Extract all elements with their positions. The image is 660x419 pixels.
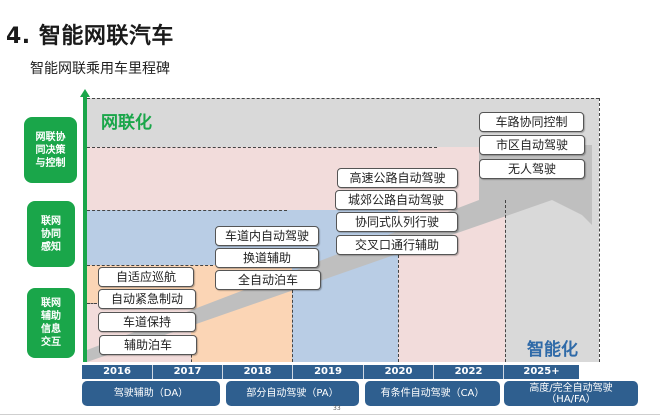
milestone-auto-parking: 全自动泊车 xyxy=(215,270,321,290)
col-divider-2017 xyxy=(191,355,192,362)
arrow-up-icon xyxy=(80,89,90,97)
milestone-adaptive-cruise: 自适应巡航 xyxy=(98,267,194,287)
blue-orange-divider xyxy=(87,265,213,266)
footer-divider xyxy=(0,414,660,415)
year-2017: 2017 xyxy=(153,365,223,379)
milestone-driverless: 无人驾驶 xyxy=(479,159,585,179)
page-subtitle: 智能网联乘用车里程碑 xyxy=(30,61,170,77)
vertical-axis xyxy=(83,96,87,362)
milestone-urban-autodrive: 市区自动驾驶 xyxy=(479,135,585,155)
axis-label-networking: 网联化 xyxy=(101,113,152,133)
milestone-intersection-assist: 交叉口通行辅助 xyxy=(336,235,458,255)
milestone-lane-keeping: 车道保持 xyxy=(98,312,196,332)
col-divider-2018 xyxy=(292,290,293,362)
stage-da: 驾驶辅助（DA） xyxy=(82,381,220,406)
year-2019: 2019 xyxy=(293,365,364,379)
year-2016: 2016 xyxy=(82,365,153,379)
outer-top-border xyxy=(87,98,599,99)
year-2018: 2018 xyxy=(223,365,293,379)
year-2020: 2020 xyxy=(364,365,434,379)
gray-pink-divider xyxy=(87,147,437,148)
milestone-v2x-control: 车路协同控制 xyxy=(479,112,584,132)
stage-hafa: 高度/完全自动驾驶 （HA/FA） xyxy=(504,381,638,406)
page-number: 33 xyxy=(333,405,341,412)
tag-cooperative-decision-control: 网联协 同决策 与控制 xyxy=(24,117,77,183)
col-divider-2022 xyxy=(505,200,506,362)
page-title: 4. 智能网联汽车 xyxy=(6,24,174,49)
stage-ca: 有条件自动驾驶（CA） xyxy=(365,381,500,406)
tag-cooperative-perception: 联网 协同 感知 xyxy=(27,201,75,267)
year-2025-plus: 2025+ xyxy=(504,365,579,379)
milestone-in-lane-autodrive: 车道内自动驾驶 xyxy=(215,226,319,246)
outer-right-border xyxy=(599,98,600,362)
milestone-aeb: 自动紧急制动 xyxy=(98,289,196,309)
milestone-lane-change-assist: 换道辅助 xyxy=(215,248,319,268)
year-2022: 2022 xyxy=(434,365,504,379)
pink-blue-divider xyxy=(87,210,287,211)
stage-pa: 部分自动驾驶（PA） xyxy=(226,381,359,406)
milestone-parking-assist: 辅助泊车 xyxy=(99,335,197,355)
axis-label-intelligence: 智能化 xyxy=(527,340,578,360)
milestone-platooning: 协同式队列行驶 xyxy=(336,212,458,232)
milestone-highway-autodrive: 高速公路自动驾驶 xyxy=(337,168,458,188)
orange-pink-divider xyxy=(87,303,97,304)
col-divider-2019 xyxy=(398,255,399,362)
year-axis: 2016 2017 2018 2019 2020 2022 2025+ xyxy=(82,365,579,379)
milestone-suburban-autodrive: 城郊公路自动驾驶 xyxy=(335,190,457,210)
tag-info-interaction: 联网 辅助 信息 交互 xyxy=(27,288,75,358)
